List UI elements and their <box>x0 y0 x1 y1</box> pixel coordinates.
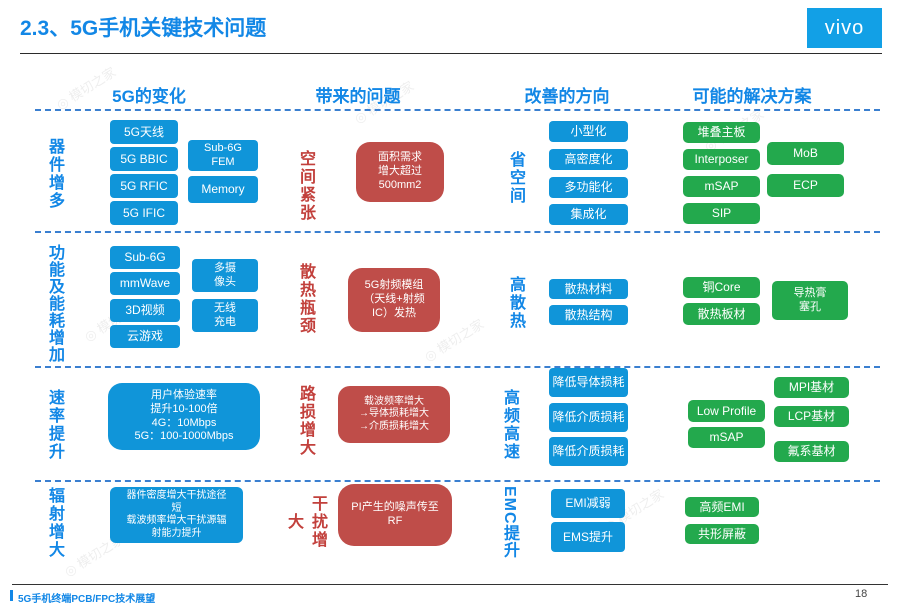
solution-box: MoB <box>767 142 844 165</box>
footer-title: 5G手机终端PCB/FPC技术展望 <box>18 594 156 603</box>
vivo-logo: vivo <box>807 8 882 48</box>
column-header-problems: 带来的问题 <box>315 87 401 106</box>
change-box: 用户体验速率 提升10-100倍 4G：10Mbps 5G：100-1000Mb… <box>108 383 260 450</box>
change-box: 5G BBIC <box>110 147 178 171</box>
direction-box: 降低导体损耗 <box>549 368 628 397</box>
problem-label-space: 空间紧张 <box>297 150 314 222</box>
row-label-radiation-increase: 辐射增大 <box>46 487 63 559</box>
direction-box: 降低介质损耗 <box>549 437 628 466</box>
change-box: mmWave <box>110 272 180 295</box>
row-label-speed-increase: 速率提升 <box>46 389 63 461</box>
page-number: 18 <box>855 588 868 600</box>
direction-box: EMI减弱 <box>551 489 625 518</box>
direction-box: 散热材料 <box>549 279 628 299</box>
change-box: 器件密度增大干扰途径 短 载波频率增大干扰源辐 射能力提升 <box>110 487 243 543</box>
row-label-power-consumption: 功能及能耗增加 <box>46 243 63 363</box>
solution-box: SIP <box>683 203 760 224</box>
problem-box: PI产生的噪声传至 RF <box>338 484 452 546</box>
problem-box: 载波频率增大 →导体损耗增大 →介质损耗增大 <box>338 386 450 443</box>
change-box: Memory <box>188 176 258 203</box>
direction-label-emc: EMC提升 <box>501 485 518 559</box>
problem-box: 5G射频模组 （天线+射频 IC）发热 <box>348 268 440 332</box>
problem-label-heat: 散热瓶颈 <box>297 263 314 335</box>
solution-box: 堆叠主板 <box>683 122 760 143</box>
solution-box: mSAP <box>683 176 760 197</box>
solution-box: 导热膏 塞孔 <box>772 281 848 320</box>
solution-box: 铜Core <box>683 277 760 298</box>
solution-box: Interposer <box>683 149 760 170</box>
problem-label-path-loss: 路损增大 <box>297 385 314 457</box>
change-box: 云游戏 <box>110 325 180 348</box>
solution-box: MPI基材 <box>774 377 849 398</box>
direction-label-save-space: 省空间 <box>507 151 524 205</box>
change-box: Sub-6G FEM <box>188 140 258 171</box>
solution-box: ECP <box>767 174 844 197</box>
header-divider <box>20 53 882 54</box>
solution-box: mSAP <box>688 427 765 448</box>
direction-box: 集成化 <box>549 204 628 225</box>
problem-box: 面积需求 增大超过 500mm2 <box>356 142 444 202</box>
column-header-solutions: 可能的解决方案 <box>692 87 812 106</box>
change-box: 5G天线 <box>110 120 178 144</box>
direction-box: 多功能化 <box>549 177 628 198</box>
direction-label-heat-dissipation: 高散热 <box>507 276 524 330</box>
page-title: 2.3、5G手机关键技术问题 <box>20 17 267 40</box>
change-box: 5G RFIC <box>110 174 178 198</box>
solution-box: 高频EMI <box>685 497 759 517</box>
solution-box: Low Profile <box>688 400 765 422</box>
solution-box: LCP基材 <box>774 406 849 427</box>
change-box: 多摄 像头 <box>192 259 258 292</box>
direction-box: 散热结构 <box>549 305 628 325</box>
change-box: Sub-6G <box>110 246 180 269</box>
change-box: 3D视频 <box>110 299 180 322</box>
direction-box: EMS提升 <box>551 522 625 552</box>
solution-box: 氟系基材 <box>774 441 849 462</box>
direction-box: 降低介质损耗 <box>549 403 628 432</box>
direction-label-high-frequency: 高频高速 <box>501 389 518 461</box>
problem-label-interference: 干扰增大 <box>285 495 326 549</box>
column-header-directions: 改善的方向 <box>524 87 610 106</box>
direction-box: 高密度化 <box>549 149 628 170</box>
dashed-divider <box>35 366 880 368</box>
change-box: 无线 充电 <box>192 299 258 332</box>
dashed-divider <box>35 480 880 482</box>
direction-box: 小型化 <box>549 121 628 142</box>
dashed-divider <box>35 231 880 233</box>
solution-box: 散热板材 <box>683 303 760 325</box>
solution-box: 共形屏蔽 <box>685 524 759 544</box>
column-header-changes: 5G的变化 <box>112 87 186 106</box>
change-box: 5G IFIC <box>110 201 178 225</box>
footer-divider <box>12 584 888 585</box>
footer-accent-bar <box>10 590 13 601</box>
dashed-divider <box>35 109 880 111</box>
row-label-more-components: 器件增多 <box>46 138 63 210</box>
